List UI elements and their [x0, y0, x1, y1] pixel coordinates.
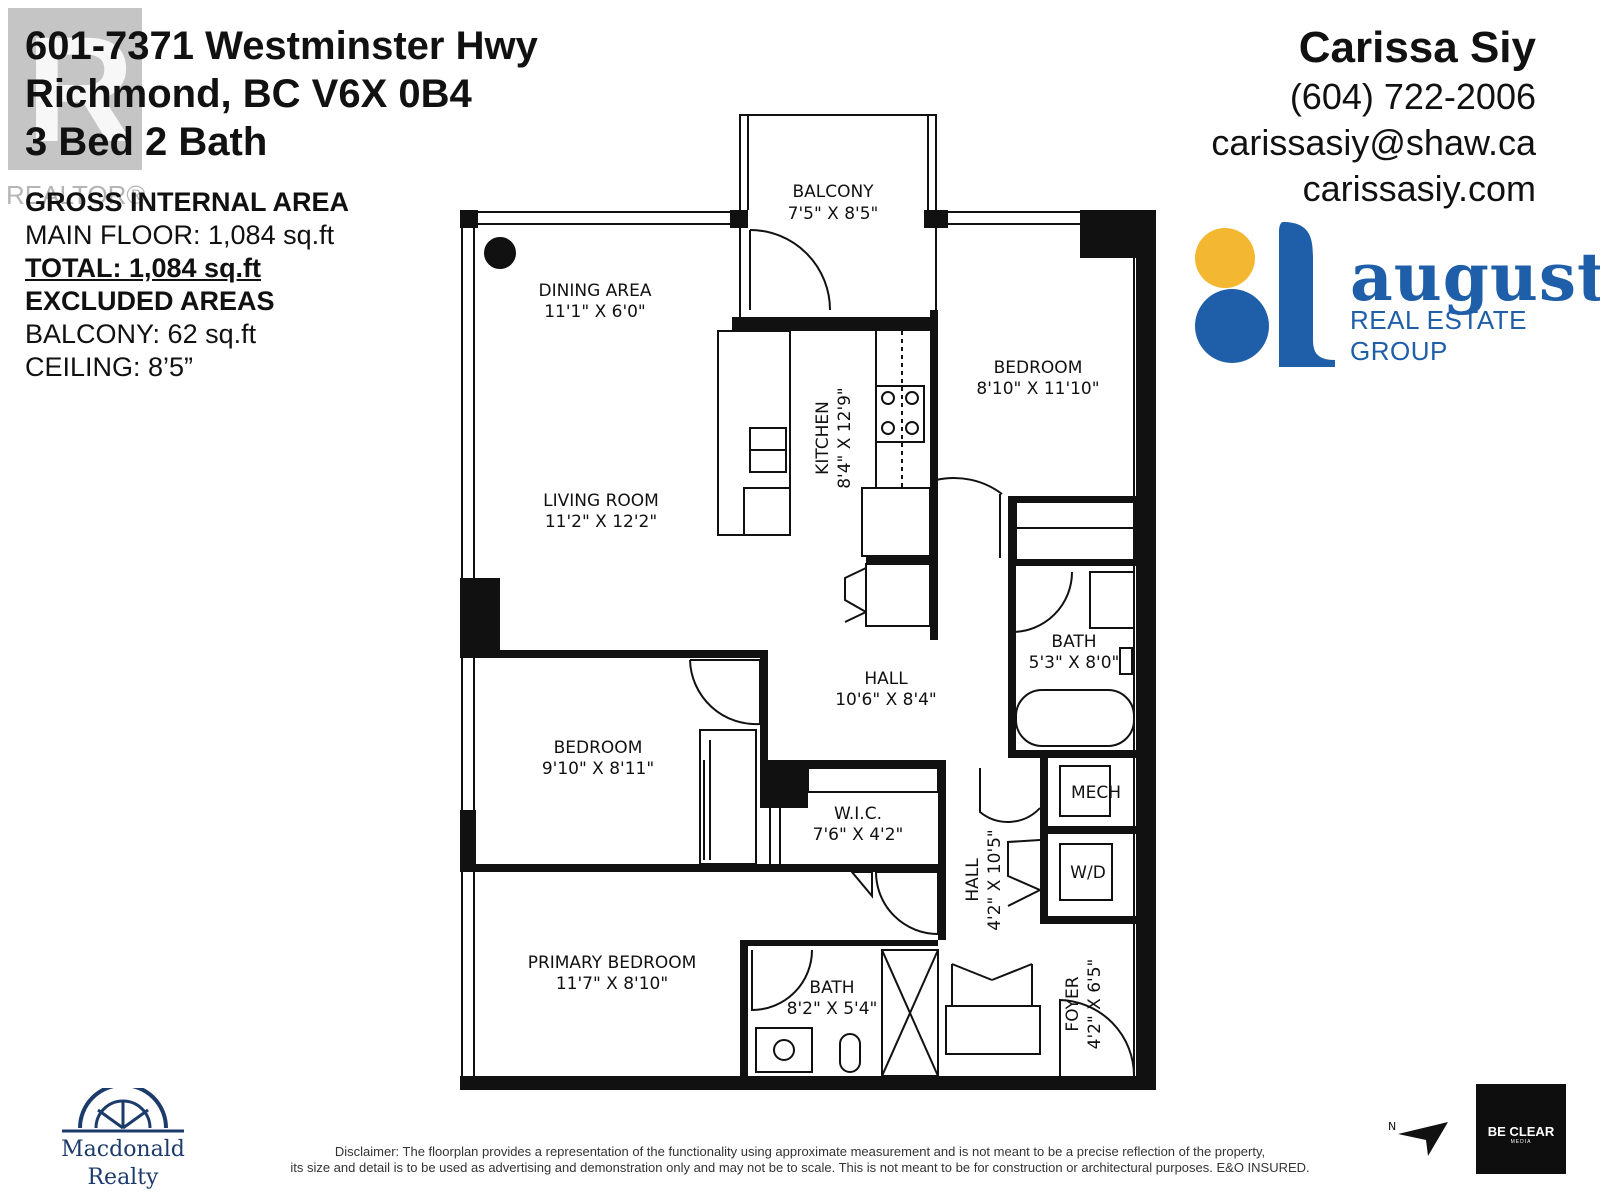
- hall-main-label: HALL: [864, 669, 908, 689]
- wd-label: W/D: [1070, 863, 1106, 883]
- balcony-label: BALCONY: [792, 182, 874, 202]
- agent-email: carissasiy@shaw.ca: [1211, 122, 1536, 163]
- kitchen-label: KITCHEN: [813, 401, 833, 475]
- north-arrow-icon: N: [1388, 1120, 1448, 1156]
- wic-label: W.I.C.: [834, 804, 882, 824]
- area-info: GROSS INTERNAL AREA MAIN FLOOR: 1,084 sq…: [25, 186, 349, 384]
- bedroom-w-dim: 9'10" X 8'11": [542, 759, 654, 779]
- bedroom-ne-label: BEDROOM: [994, 358, 1083, 378]
- bath-main-dim: 5'3" X 8'0": [1029, 653, 1120, 673]
- hall-side-dim: 4'2" X 10'5": [985, 829, 1005, 931]
- main-floor-area: MAIN FLOOR: 1,084 sq.ft: [25, 220, 335, 250]
- primary-label: PRIMARY BEDROOM: [528, 953, 697, 973]
- disclaimer-line-1: Disclaimer: The floorplan provides a rep…: [334, 1144, 1266, 1159]
- balcony-door-swing: [749, 229, 831, 311]
- foyer-label: FOYER: [1063, 976, 1083, 1031]
- mech-label: MECH: [1071, 783, 1121, 803]
- foyer-dim: 4'2" X 6'5": [1085, 959, 1105, 1050]
- augusta-subtitle: REAL ESTATE GROUP: [1350, 305, 1527, 366]
- realtor-logo-watermark: R: [8, 8, 142, 170]
- address-line-2: Richmond, BC V6X 0B4: [25, 72, 472, 116]
- ceiling-height: CEILING: 8’5”: [25, 352, 194, 382]
- realtor-wordmark-watermark: REALTOR®: [6, 180, 146, 210]
- gross-area-title: GROSS INTERNAL AREA: [25, 187, 350, 217]
- balcony-area: BALCONY: 62 sq.ft: [25, 319, 257, 349]
- bath-main-label: BATH: [1051, 632, 1096, 652]
- beclear-word: BE CLEAR: [1487, 1124, 1555, 1139]
- bath-ensuite-label: BATH: [809, 978, 854, 998]
- balcony-dim: 7'5" X 8'5": [788, 204, 879, 224]
- wic-dim: 7'6" X 4'2": [813, 825, 904, 845]
- total-area: TOTAL: 1,084 sq.ft: [25, 253, 262, 283]
- macdonald-word: Macdonald: [61, 1137, 185, 1162]
- address-block: 601-7371 Westminster Hwy Richmond, BC V6…: [25, 22, 538, 166]
- address-line-1: 601-7371 Westminster Hwy: [25, 24, 538, 68]
- hall-main-dim: 10'6" X 8'4": [835, 690, 937, 710]
- disclaimer: Disclaimer: The floorplan provides a rep…: [0, 1144, 1600, 1176]
- beclear-media-logo: BE CLEAR MEDIA: [1476, 1084, 1566, 1174]
- macdonald-realty-logo-icon: [62, 1088, 184, 1133]
- hall-side-label: HALL: [963, 858, 983, 902]
- north-label: N: [1388, 1120, 1396, 1133]
- augusta-wordmark: augusta: [1350, 238, 1600, 316]
- kitchen-dim: 8'4" X 12'9": [835, 387, 855, 489]
- living-label: LIVING ROOM: [543, 491, 659, 511]
- exterior-walls: [460, 210, 1156, 1090]
- beclear-sub: MEDIA: [1510, 1139, 1532, 1145]
- dining-label: DINING AREA: [539, 281, 652, 301]
- agent-contact: Carissa Siy (604) 722-2006 carissasiy@sh…: [1211, 22, 1536, 212]
- agent-phone: (604) 722-2006: [1289, 76, 1536, 117]
- bedroom-ne-dim: 8'10" X 11'10": [976, 379, 1099, 399]
- augusta-logo-icon: [1195, 222, 1335, 367]
- primary-dim: 11'7" X 8'10": [556, 974, 668, 994]
- excluded-areas-title: EXCLUDED AREAS: [25, 286, 275, 316]
- dining-dim: 11'1" X 6'0": [544, 302, 646, 322]
- address-line-3: 3 Bed 2 Bath: [25, 120, 268, 164]
- macdonald-realty-wordmark: Macdonald Realty: [58, 1136, 188, 1192]
- bedroom-w-label: BEDROOM: [554, 738, 643, 758]
- agent-name: Carissa Siy: [1298, 23, 1536, 72]
- realty-word: Realty: [87, 1165, 159, 1190]
- disclaimer-line-2: its size and detail is to be used as adv…: [290, 1160, 1310, 1175]
- bath-ensuite-dim: 8'2" X 5'4": [787, 999, 878, 1019]
- living-dim: 11'2" X 12'2": [545, 512, 657, 532]
- agent-website: carissasiy.com: [1302, 168, 1536, 209]
